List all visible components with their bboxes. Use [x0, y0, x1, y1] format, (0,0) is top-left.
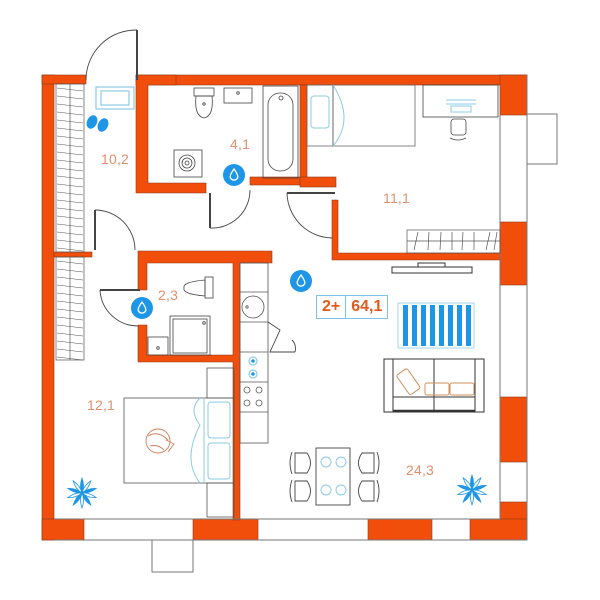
wall-bottom-seg3 — [367, 518, 433, 541]
balcony-right — [526, 113, 558, 165]
nightstand-bottom — [206, 482, 235, 518]
nightstand-top — [206, 367, 235, 399]
area-label-bedroom: 12,1 — [87, 397, 116, 413]
wc-sink — [147, 336, 169, 356]
balcony-bottom — [151, 539, 194, 573]
tv — [391, 262, 473, 274]
total-area: 64,1 — [351, 298, 383, 315]
bathroom-fixtures — [173, 85, 299, 179]
sink — [223, 87, 253, 104]
kitchen-sink — [241, 295, 265, 319]
toilet-bowl — [195, 95, 213, 119]
wall-bathroom-right — [299, 84, 308, 184]
wall-bottom-seg1 — [41, 518, 85, 541]
doors — [85, 29, 335, 353]
water-drop-icon — [223, 164, 245, 186]
wc-fixtures — [147, 276, 214, 356]
hall-bench — [95, 86, 135, 110]
bed-bedding — [190, 397, 231, 484]
toilet-tank — [193, 87, 215, 97]
slippers-icon — [86, 115, 109, 132]
wall-closet-divider — [53, 251, 93, 258]
wall-right-top — [499, 74, 528, 116]
room-count: 2+ — [317, 296, 347, 318]
chair — [450, 118, 467, 136]
wardrobe-bedroom — [406, 229, 501, 254]
washing-machine — [173, 149, 203, 178]
striped-rug — [397, 302, 475, 349]
bathtub — [262, 85, 299, 179]
wall-bathroom-left — [135, 74, 207, 194]
pillow-sketch-icon — [145, 428, 175, 454]
kitchen-counter — [239, 262, 269, 444]
area-label-bathroom: 4,1 — [230, 136, 251, 152]
wall-bottom-seg2 — [192, 518, 259, 541]
wall-top — [135, 74, 528, 86]
plant-icon — [456, 473, 488, 507]
apartment-summary-badge: 2+ 64,1 — [316, 295, 389, 319]
wc-toilet — [183, 279, 206, 297]
double-bed — [123, 397, 235, 484]
sofa — [383, 358, 485, 413]
bedroom-furniture — [123, 367, 235, 518]
wall-bedroom-corner — [299, 176, 337, 188]
wall-right-seg2 — [499, 396, 528, 463]
sofa-cushions — [396, 368, 475, 396]
wall-top-left — [41, 74, 87, 85]
wc-tank — [204, 276, 214, 299]
kitchen-dials — [248, 356, 258, 379]
area-label-living-kitchen: 24,3 — [406, 462, 435, 478]
area-label-bedroom-small: 11,1 — [383, 190, 411, 206]
wall-bottom-seg4 — [469, 518, 528, 541]
bedroom-small-bedding — [310, 84, 476, 147]
area-label-wc: 2,3 — [158, 287, 179, 303]
water-drop-icon — [131, 297, 153, 319]
window-outlines — [54, 75, 558, 573]
plant-icon — [66, 476, 98, 510]
area-label-hallway: 10,2 — [101, 151, 130, 167]
dining-plates — [320, 456, 347, 496]
water-drop-icon — [290, 270, 312, 292]
shower — [169, 315, 211, 356]
wall-left-outer — [41, 74, 55, 541]
wardrobe-hangers — [56, 87, 84, 361]
bedroom-small-furniture — [306, 84, 499, 147]
wardrobe-hall — [55, 83, 85, 361]
wall-right-seg1 — [499, 221, 528, 286]
bed — [306, 84, 416, 147]
desk — [422, 84, 499, 118]
dining-table — [289, 447, 380, 506]
